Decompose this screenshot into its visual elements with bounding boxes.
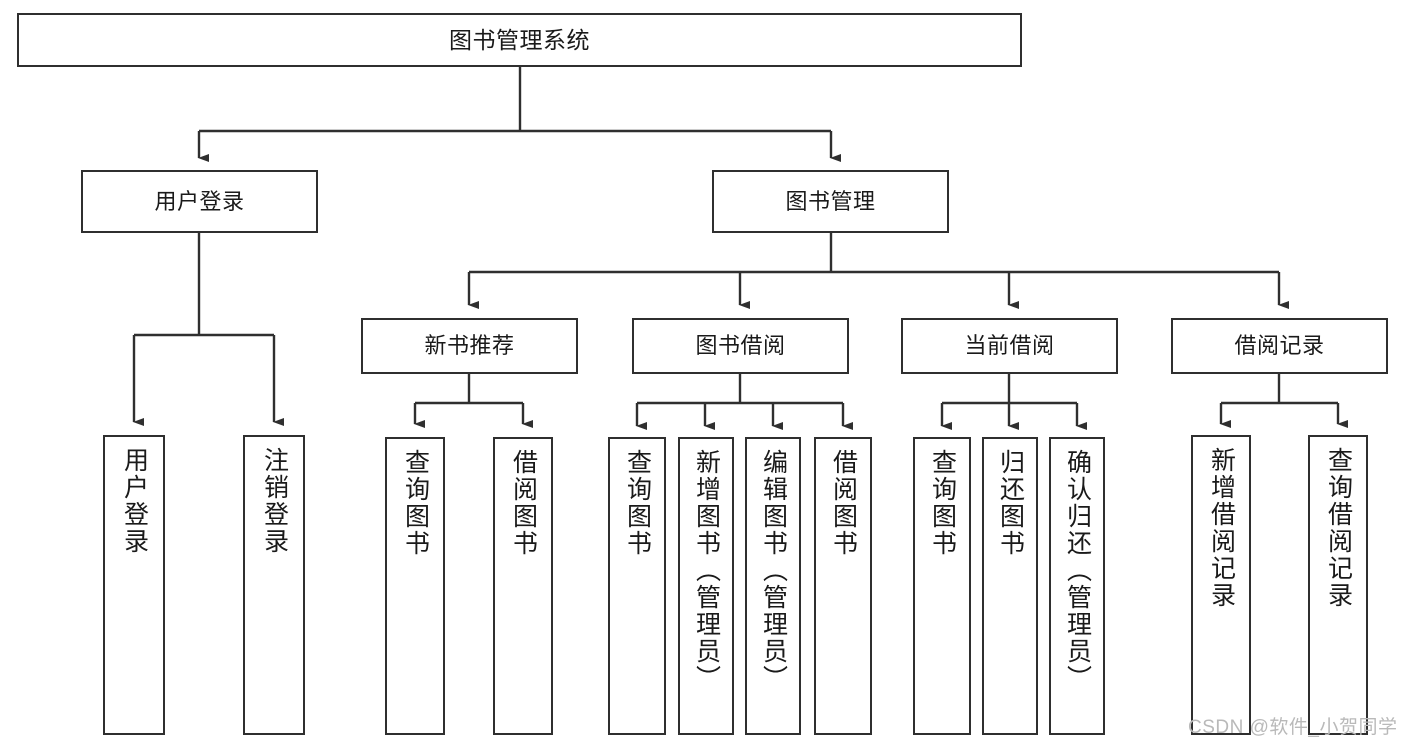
node-leaf-edit-book[interactable]: 编辑图书（管理员） — [745, 437, 801, 735]
node-leaf-query-book-3[interactable]: 查询图书 — [913, 437, 971, 735]
node-new-book-recommend[interactable]: 新书推荐 — [361, 318, 578, 374]
node-new-book-recommend-label: 新书推荐 — [424, 333, 515, 359]
node-leaf-query-record[interactable]: 查询借阅记录 — [1308, 435, 1368, 735]
csdn-watermark: CSDN @软件_小贺同学 — [1188, 717, 1398, 738]
node-leaf-return-book[interactable]: 归还图书 — [982, 437, 1038, 735]
node-current-borrow[interactable]: 当前借阅 — [901, 318, 1118, 374]
node-leaf-user-logout-label: 注销登录 — [260, 447, 289, 555]
node-book-manage-label: 图书管理 — [785, 188, 876, 214]
node-leaf-borrow-book-2-label: 借阅图书 — [829, 449, 858, 557]
node-book-manage[interactable]: 图书管理 — [712, 170, 949, 233]
node-leaf-borrow-book-1[interactable]: 借阅图书 — [493, 437, 553, 735]
node-leaf-borrow-book-2[interactable]: 借阅图书 — [814, 437, 872, 735]
node-leaf-add-record-label: 新增借阅记录 — [1207, 447, 1236, 609]
node-leaf-query-book-1-label: 查询图书 — [401, 449, 430, 557]
node-leaf-query-book-2[interactable]: 查询图书 — [608, 437, 666, 735]
node-root-system-label: 图书管理系统 — [449, 26, 590, 53]
node-leaf-edit-book-label: 编辑图书（管理员） — [759, 449, 788, 692]
node-leaf-borrow-book-1-label: 借阅图书 — [509, 449, 538, 557]
node-leaf-user-login[interactable]: 用户登录 — [103, 435, 165, 735]
node-root-system[interactable]: 图书管理系统 — [17, 13, 1022, 67]
node-user-login[interactable]: 用户登录 — [81, 170, 318, 233]
node-leaf-add-book[interactable]: 新增图书（管理员） — [678, 437, 734, 735]
node-borrow-record[interactable]: 借阅记录 — [1171, 318, 1388, 374]
node-leaf-user-logout[interactable]: 注销登录 — [243, 435, 305, 735]
node-book-borrow[interactable]: 图书借阅 — [632, 318, 849, 374]
node-leaf-add-record[interactable]: 新增借阅记录 — [1191, 435, 1251, 735]
node-leaf-user-login-label: 用户登录 — [120, 447, 149, 555]
node-leaf-query-record-label: 查询借阅记录 — [1324, 447, 1353, 609]
node-leaf-query-book-2-label: 查询图书 — [623, 449, 652, 557]
node-user-login-label: 用户登录 — [154, 188, 245, 214]
node-leaf-add-book-label: 新增图书（管理员） — [692, 449, 721, 692]
node-leaf-confirm-return-label: 确认归还（管理员） — [1063, 449, 1092, 692]
node-leaf-return-book-label: 归还图书 — [996, 449, 1025, 557]
node-leaf-query-book-3-label: 查询图书 — [928, 449, 957, 557]
node-leaf-query-book-1[interactable]: 查询图书 — [385, 437, 445, 735]
node-leaf-confirm-return[interactable]: 确认归还（管理员） — [1049, 437, 1105, 735]
node-borrow-record-label: 借阅记录 — [1234, 333, 1325, 359]
node-book-borrow-label: 图书借阅 — [695, 333, 786, 359]
node-current-borrow-label: 当前借阅 — [964, 333, 1055, 359]
